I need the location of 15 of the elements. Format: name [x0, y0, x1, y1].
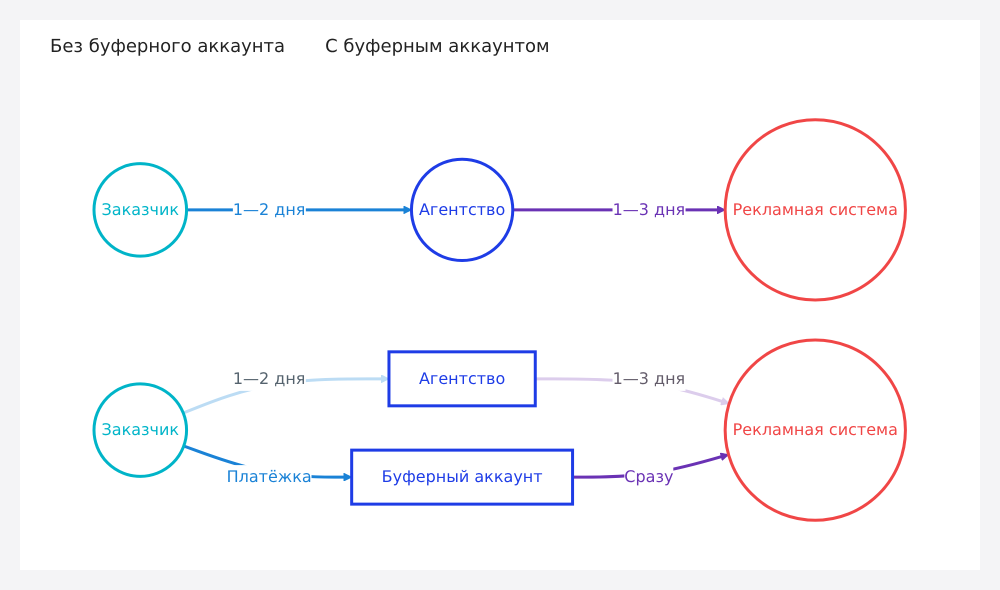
edge-label: 1—2 дня	[233, 368, 306, 388]
node-circle: Рекламная система	[724, 118, 908, 302]
section-heading: Без буферного аккаунта	[50, 36, 286, 57]
node-circle: Рекламная система	[724, 338, 908, 522]
edge-label: 1—3 дня	[612, 200, 686, 219]
node-circle: Заказчик	[92, 162, 188, 258]
section-heading: С буферным аккаунтом	[325, 36, 550, 57]
edge-label: 1—2 дня	[233, 200, 306, 219]
edge-label: 1—3 дня	[612, 368, 686, 388]
node-circle: Агентство	[410, 158, 515, 262]
edge-label: Платёжка	[226, 467, 312, 486]
edge-label: Сразу	[624, 467, 674, 486]
node-circle: Заказчик	[92, 382, 188, 478]
node-box: Агентство	[388, 350, 538, 408]
node-box: Буферный аккаунт	[350, 448, 574, 506]
